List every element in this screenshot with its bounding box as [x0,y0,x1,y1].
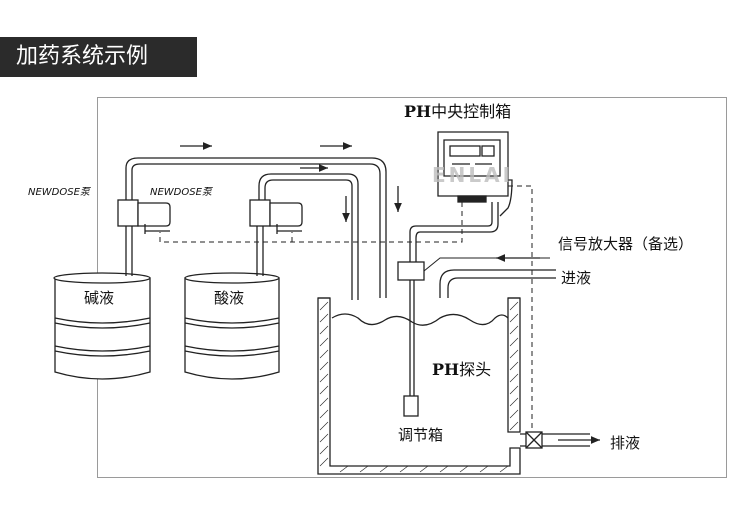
base-drum-label: 碱液 [84,289,115,307]
signal-amplifier [397,261,425,281]
regulating-tank [317,297,521,475]
watermark: ENLAI [432,163,514,187]
acid-drum [184,272,280,380]
regulating-tank-label: 调节箱 [398,426,444,444]
header-bar: 加药系统示例 [0,37,197,77]
probe-label: PH探头 [432,360,492,379]
drain-label: 排液 [610,434,641,452]
acid-drum-label: 酸液 [214,289,245,307]
inlet-label: 进液 [561,269,592,287]
ph-control-box [437,131,509,203]
ph-control-box-label: PH中央控制箱 [404,102,512,121]
ph-probe [403,395,419,417]
amplifier-label: 信号放大器（备选） [558,235,694,253]
pump-left-label: NEWDOSE泵 [28,187,90,198]
pump-right [249,199,303,234]
header-title: 加药系统示例 [16,44,149,69]
pump-right-label: NEWDOSE泵 [150,187,212,198]
pump-left [117,199,171,234]
base-drum [53,272,151,380]
